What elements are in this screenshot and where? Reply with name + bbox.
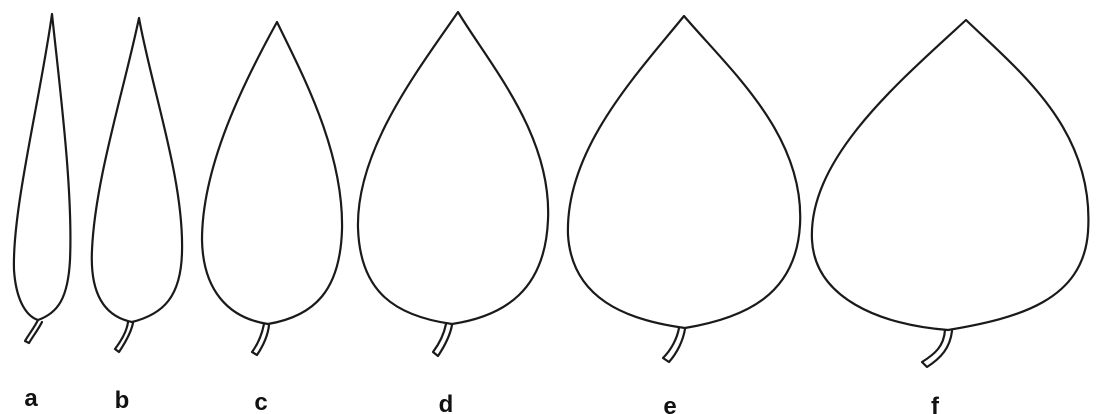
leaf-a: a xyxy=(14,14,71,412)
leaf-b-blade xyxy=(92,18,182,322)
leaf-a-blade xyxy=(14,14,71,320)
leaf-f-blade xyxy=(812,20,1089,330)
leaf-b-petiole xyxy=(115,322,133,352)
leaf-a-label: a xyxy=(24,385,38,412)
leaf-c-petiole xyxy=(252,324,269,355)
leaf-d-blade xyxy=(358,12,548,324)
leaf-f-petiole xyxy=(922,330,952,367)
leaf-b: b xyxy=(92,18,182,414)
leaf-a-petiole xyxy=(25,320,42,343)
leaf-d-label: d xyxy=(439,391,454,414)
leaf-e: e xyxy=(568,16,800,414)
leaf-f: f xyxy=(812,20,1089,414)
leaf-d: d xyxy=(358,12,548,414)
leaf-b-label: b xyxy=(115,387,130,414)
leaf-e-blade xyxy=(568,16,800,328)
leaf-e-label: e xyxy=(663,393,676,414)
leaf-e-petiole xyxy=(663,328,685,362)
leaf-c-blade xyxy=(202,22,342,324)
leaf-c-label: c xyxy=(254,389,267,414)
leaf-f-label: f xyxy=(931,393,940,414)
leaf-c: c xyxy=(202,22,342,414)
leaf-d-petiole xyxy=(433,324,452,356)
